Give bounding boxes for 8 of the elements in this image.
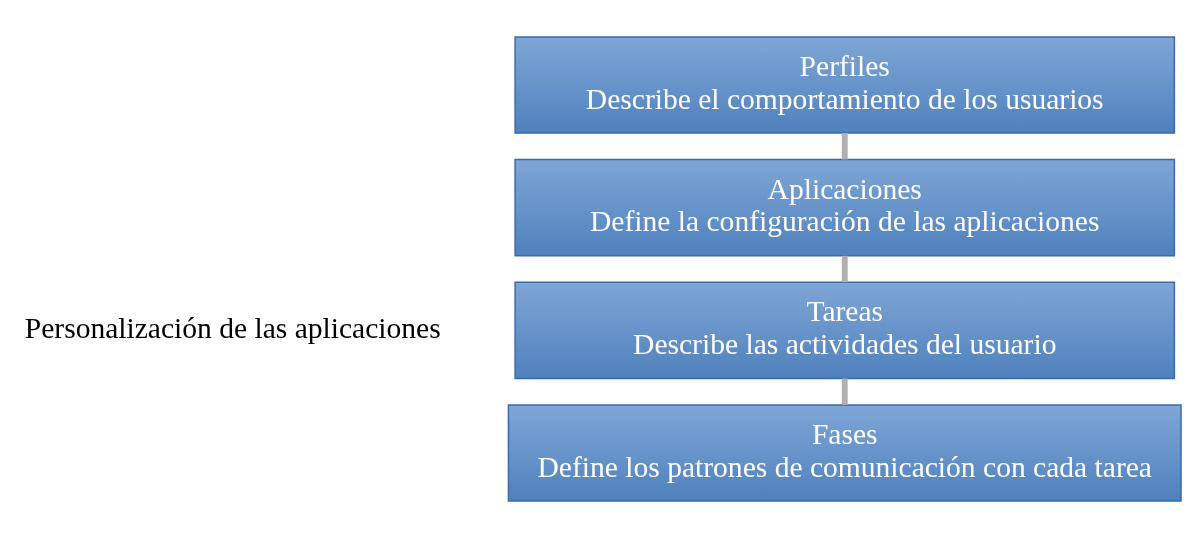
connector — [841, 377, 848, 405]
node-box: Tareas Describe las actividades del usuario — [514, 281, 1176, 379]
node-box: Perfiles Describe el comportamiento de los usuarios — [514, 35, 1176, 134]
label: Personalización de las aplicaciones — [24, 311, 441, 344]
connector — [841, 255, 848, 282]
node-box: Fases Define los patrones de comunicación con cada tarea — [507, 403, 1182, 502]
connector — [841, 132, 848, 159]
node-box: Aplicaciones Define la configuración de las aplicaciones — [514, 158, 1176, 256]
